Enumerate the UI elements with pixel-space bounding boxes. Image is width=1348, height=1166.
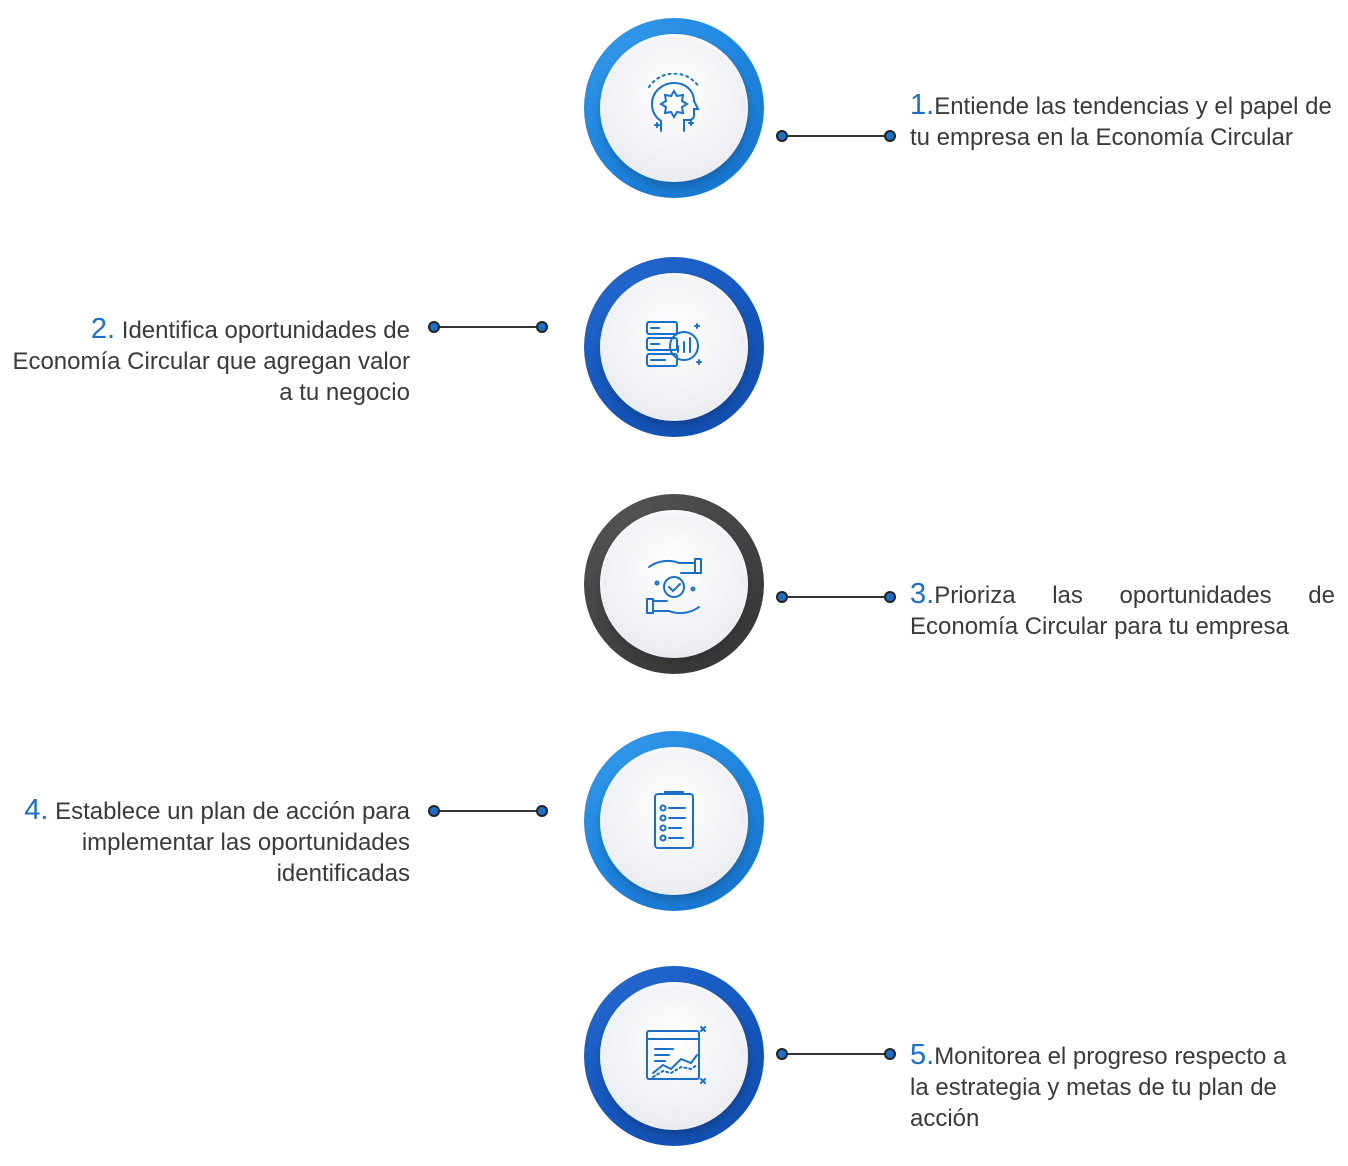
step-1-circle: [584, 18, 784, 218]
step-4-number: 4.: [24, 794, 49, 826]
step-2-circle: [584, 257, 784, 457]
dashboard-chart-icon: [646, 1026, 706, 1084]
head-gear-icon: [648, 73, 700, 132]
step-3-inner: [600, 510, 748, 658]
step-2-label: Identifica oportunidades de Economía Cir…: [12, 317, 410, 406]
step-5-circle: [584, 966, 784, 1166]
step-1-connector: [776, 129, 896, 143]
step-2: 2. Identifica oportunidades de Economía …: [0, 0, 1348, 437]
server-analytics-icon: [646, 321, 702, 367]
step-3: 3.Prioriza las oportunidades de Economía…: [0, 0, 1348, 674]
step-3-label: Prioriza las oportunidades de Economía C…: [910, 582, 1335, 640]
step-5-number: 5.: [910, 1039, 935, 1071]
step-2-connector: [428, 320, 548, 334]
step-3-circle: [584, 494, 784, 694]
step-1-text: 1.Entiende las tendencias y el papel de …: [910, 90, 1335, 153]
step-1-inner: [600, 34, 748, 182]
step-1-number: 1.: [910, 89, 935, 121]
step-3-connector: [776, 590, 896, 604]
step-2-inner: [600, 273, 748, 421]
step-3-text: 3.Prioriza las oportunidades de Economía…: [910, 579, 1335, 642]
step-4-text: 4. Establece un plan de acción para impl…: [0, 795, 410, 889]
step-5-connector: [776, 1047, 896, 1061]
hands-check-icon: [646, 558, 702, 615]
step-5-inner: [600, 982, 748, 1130]
step-3-number: 3.: [910, 578, 935, 610]
clipboard-checklist-icon: [654, 791, 694, 849]
step-4-label: Establece un plan de acción para impleme…: [55, 798, 410, 887]
step-4: 4. Establece un plan de acción para impl…: [0, 0, 1348, 911]
step-2-text: 2. Identifica oportunidades de Economía …: [0, 314, 410, 408]
step-1: 1.Entiende las tendencias y el papel de …: [0, 0, 1348, 230]
step-2-number: 2.: [90, 313, 116, 345]
step-4-circle: [584, 731, 784, 931]
step-4-inner: [600, 747, 748, 895]
step-5-text: 5.Monitorea el progreso respecto a la es…: [910, 1040, 1310, 1134]
step-4-connector: [428, 804, 548, 818]
step-1-label: Entiende las tendencias y el papel de tu…: [910, 93, 1332, 151]
step-5-label: Monitorea el progreso respecto a la estr…: [910, 1043, 1287, 1132]
